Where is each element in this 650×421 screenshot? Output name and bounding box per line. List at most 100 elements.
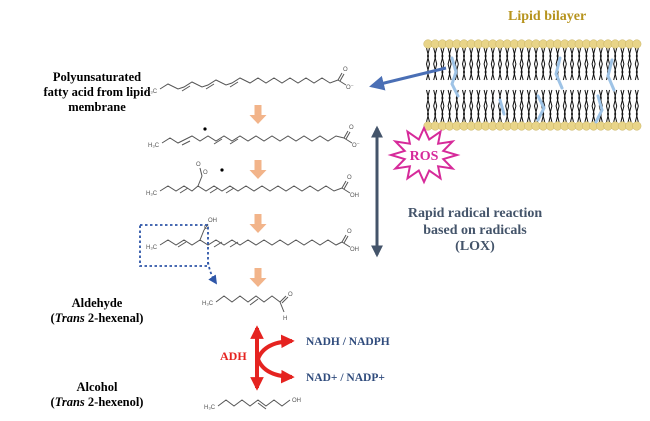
molecule-hexenol [217, 399, 291, 410]
lipid-tail [477, 47, 481, 81]
lipid-tail [628, 47, 632, 81]
lipid-tail [448, 89, 452, 123]
cofactor-out-label: NADH / NADPH [306, 336, 390, 348]
pufa-label: Polyunsaturated fatty acid from lipid me… [22, 70, 172, 114]
lipid-tail [592, 89, 596, 123]
molecule-pufa [159, 72, 347, 92]
bilayer-heads [423, 39, 642, 131]
lipid-tail [635, 47, 639, 81]
step-arrow-2 [249, 160, 267, 179]
lipid-tail [506, 47, 510, 81]
cleavage-arrow [207, 261, 217, 285]
lipid-tail [628, 89, 632, 123]
lipid-tail [513, 89, 517, 123]
lipid-tail [455, 47, 459, 81]
lipid-tail [477, 89, 481, 123]
reaction-line-3: (LOX) [455, 239, 495, 255]
lipid-tail [621, 89, 625, 123]
lipid-tail [570, 47, 575, 81]
lipid-head [632, 39, 642, 49]
reaction-line-2: based on radicals [423, 222, 527, 238]
hexenal-h: H [283, 316, 287, 322]
pufa-label-line-3: membrane [68, 99, 126, 114]
step-arrow-1 [249, 105, 267, 124]
step-arrows [249, 105, 267, 287]
bilayer-tails [425, 47, 639, 123]
lipid-tail [520, 89, 524, 123]
peroxyl-o1: O [203, 170, 208, 176]
adh-label: ADH [220, 349, 247, 363]
lipid-tail [534, 47, 539, 81]
radical-dot-2 [220, 168, 224, 172]
lipid-tail [513, 47, 517, 81]
lipid-tail [542, 47, 546, 81]
lipid-tail [462, 47, 467, 81]
lipid-tail [614, 89, 618, 123]
lipid-tail [448, 47, 452, 81]
step-arrow-3 [249, 214, 267, 233]
aldehyde-name: (Trans 2-hexenal) [22, 311, 172, 326]
lipid-tail [484, 89, 488, 123]
hydroperoxide-methyl: H₃C [146, 245, 158, 251]
lipid-tail [585, 89, 589, 123]
hexenal-methyl: H₃C [202, 301, 214, 307]
hexenal-o: O [288, 292, 293, 298]
lipid-tail [621, 47, 625, 81]
cleavage-box [139, 224, 209, 267]
lipid-tail [578, 89, 582, 123]
bilayer-title: Lipid bilayer [508, 9, 586, 24]
hexenol-oh: OH [292, 398, 301, 404]
lipid-tail [635, 89, 639, 123]
aldehyde-title: Aldehyde [71, 296, 123, 310]
alcohol-name: (Trans 2-hexenol) [22, 395, 172, 410]
lipid-tail [491, 47, 495, 81]
molecule-peroxyl [159, 167, 351, 194]
aldehyde-compound: 2-hexenal) [84, 310, 144, 325]
lipid-tail [585, 47, 589, 81]
adh-arrows [250, 325, 295, 391]
lipid-tail [520, 47, 524, 81]
lipid-tail [441, 89, 445, 123]
lipid-tail [462, 89, 467, 123]
peroxyl-o2: O [196, 162, 201, 168]
cofactor-in-label: NAD+ / NADP+ [306, 372, 385, 384]
lipid-tail [527, 89, 531, 123]
aldehyde-label: Aldehyde (Trans 2-hexenal) [22, 296, 172, 326]
lipid-tail [484, 47, 488, 81]
aldehyde-open-paren: ( [50, 310, 55, 325]
radical-methyl: H₃C [148, 143, 160, 149]
hydroperoxide-end-oh: OH [350, 247, 359, 253]
alcohol-label: Alcohol (Trans 2-hexenol) [22, 380, 172, 410]
hydroperoxide-carbonyl-o: O [347, 229, 352, 235]
ros-label: ROS [410, 149, 439, 164]
lipid-tail [614, 47, 618, 81]
lipid-tail [542, 89, 546, 123]
lipid-tail [441, 47, 445, 81]
hydroperoxide-oh: OH [208, 218, 217, 224]
alcohol-compound: 2-hexenol) [84, 394, 144, 409]
lipid-tail [506, 89, 510, 123]
lipid-tail [498, 47, 503, 81]
lipid-tail [578, 47, 582, 81]
aldehyde-trans: Trans [54, 310, 85, 325]
lipid-tail [527, 47, 531, 81]
molecule-radical [161, 130, 353, 146]
lipid-tail [563, 47, 567, 81]
lipid-tail [426, 47, 431, 81]
pufa-carbonyl-o: O [343, 67, 348, 73]
oxidized-lipids [450, 56, 616, 124]
molecule-hexenal [215, 295, 289, 313]
peroxyl-methyl: H₃C [146, 191, 158, 197]
lipid-tail [563, 89, 567, 123]
lipid-bilayer: Lipid bilayer [423, 9, 642, 131]
cofactor-out-arrow [255, 334, 295, 363]
lipid-tail [606, 89, 611, 123]
reaction-description: Rapid radical reaction based on radicals… [385, 206, 565, 256]
step-arrow-4 [249, 268, 267, 287]
radical-carbonyl-o: O [349, 125, 354, 131]
pufa-label-line-2: fatty acid from lipid [43, 84, 151, 99]
alcohol-trans: Trans [54, 394, 85, 409]
lipid-tail [470, 47, 474, 81]
